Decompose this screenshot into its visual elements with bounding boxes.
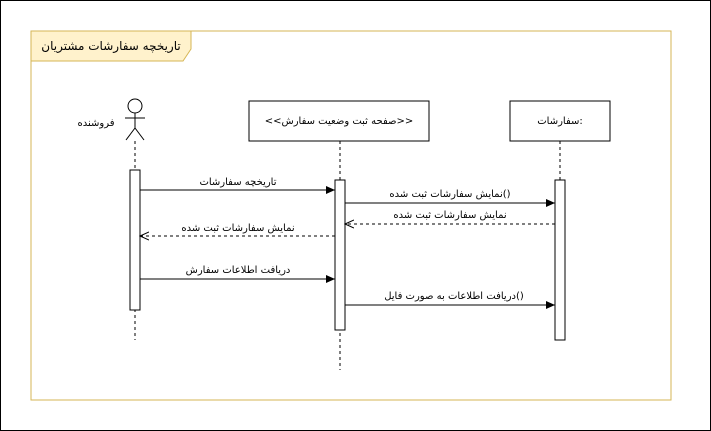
- participant-page-label: <<صفحه ثبت وضعیت سفارش>>: [265, 116, 414, 127]
- actor-seller: [125, 98, 145, 141]
- actor-head: [127, 98, 143, 114]
- sequence-frame: [30, 30, 672, 401]
- activation-orders: [554, 179, 566, 341]
- message-label-3: نمایش سفارشات ثبت شده: [393, 210, 506, 221]
- message-label-2: نمایش سفارشات ثبت شده(): [389, 189, 510, 200]
- frame-title-tab: [30, 30, 192, 62]
- message-label-1: تاریخچه سفارشات: [199, 177, 276, 188]
- message-label-4: نمایش سفارشات ثبت شده: [181, 223, 294, 234]
- participant-orders-box: [509, 100, 611, 142]
- activation-page: [334, 179, 346, 331]
- frame-title: تاریخچه سفارشات مشتریان: [41, 39, 180, 54]
- activation-actor: [129, 169, 141, 311]
- participant-page-box: [248, 100, 430, 142]
- message-label-5: دریافت اطلاعات سفارش: [186, 265, 291, 276]
- message-label-6: دریافت اطلاعات به صورت فایل(): [384, 291, 524, 302]
- actor-label: فروشنده: [77, 118, 114, 129]
- participant-orders-label: سفارشات:: [537, 116, 583, 127]
